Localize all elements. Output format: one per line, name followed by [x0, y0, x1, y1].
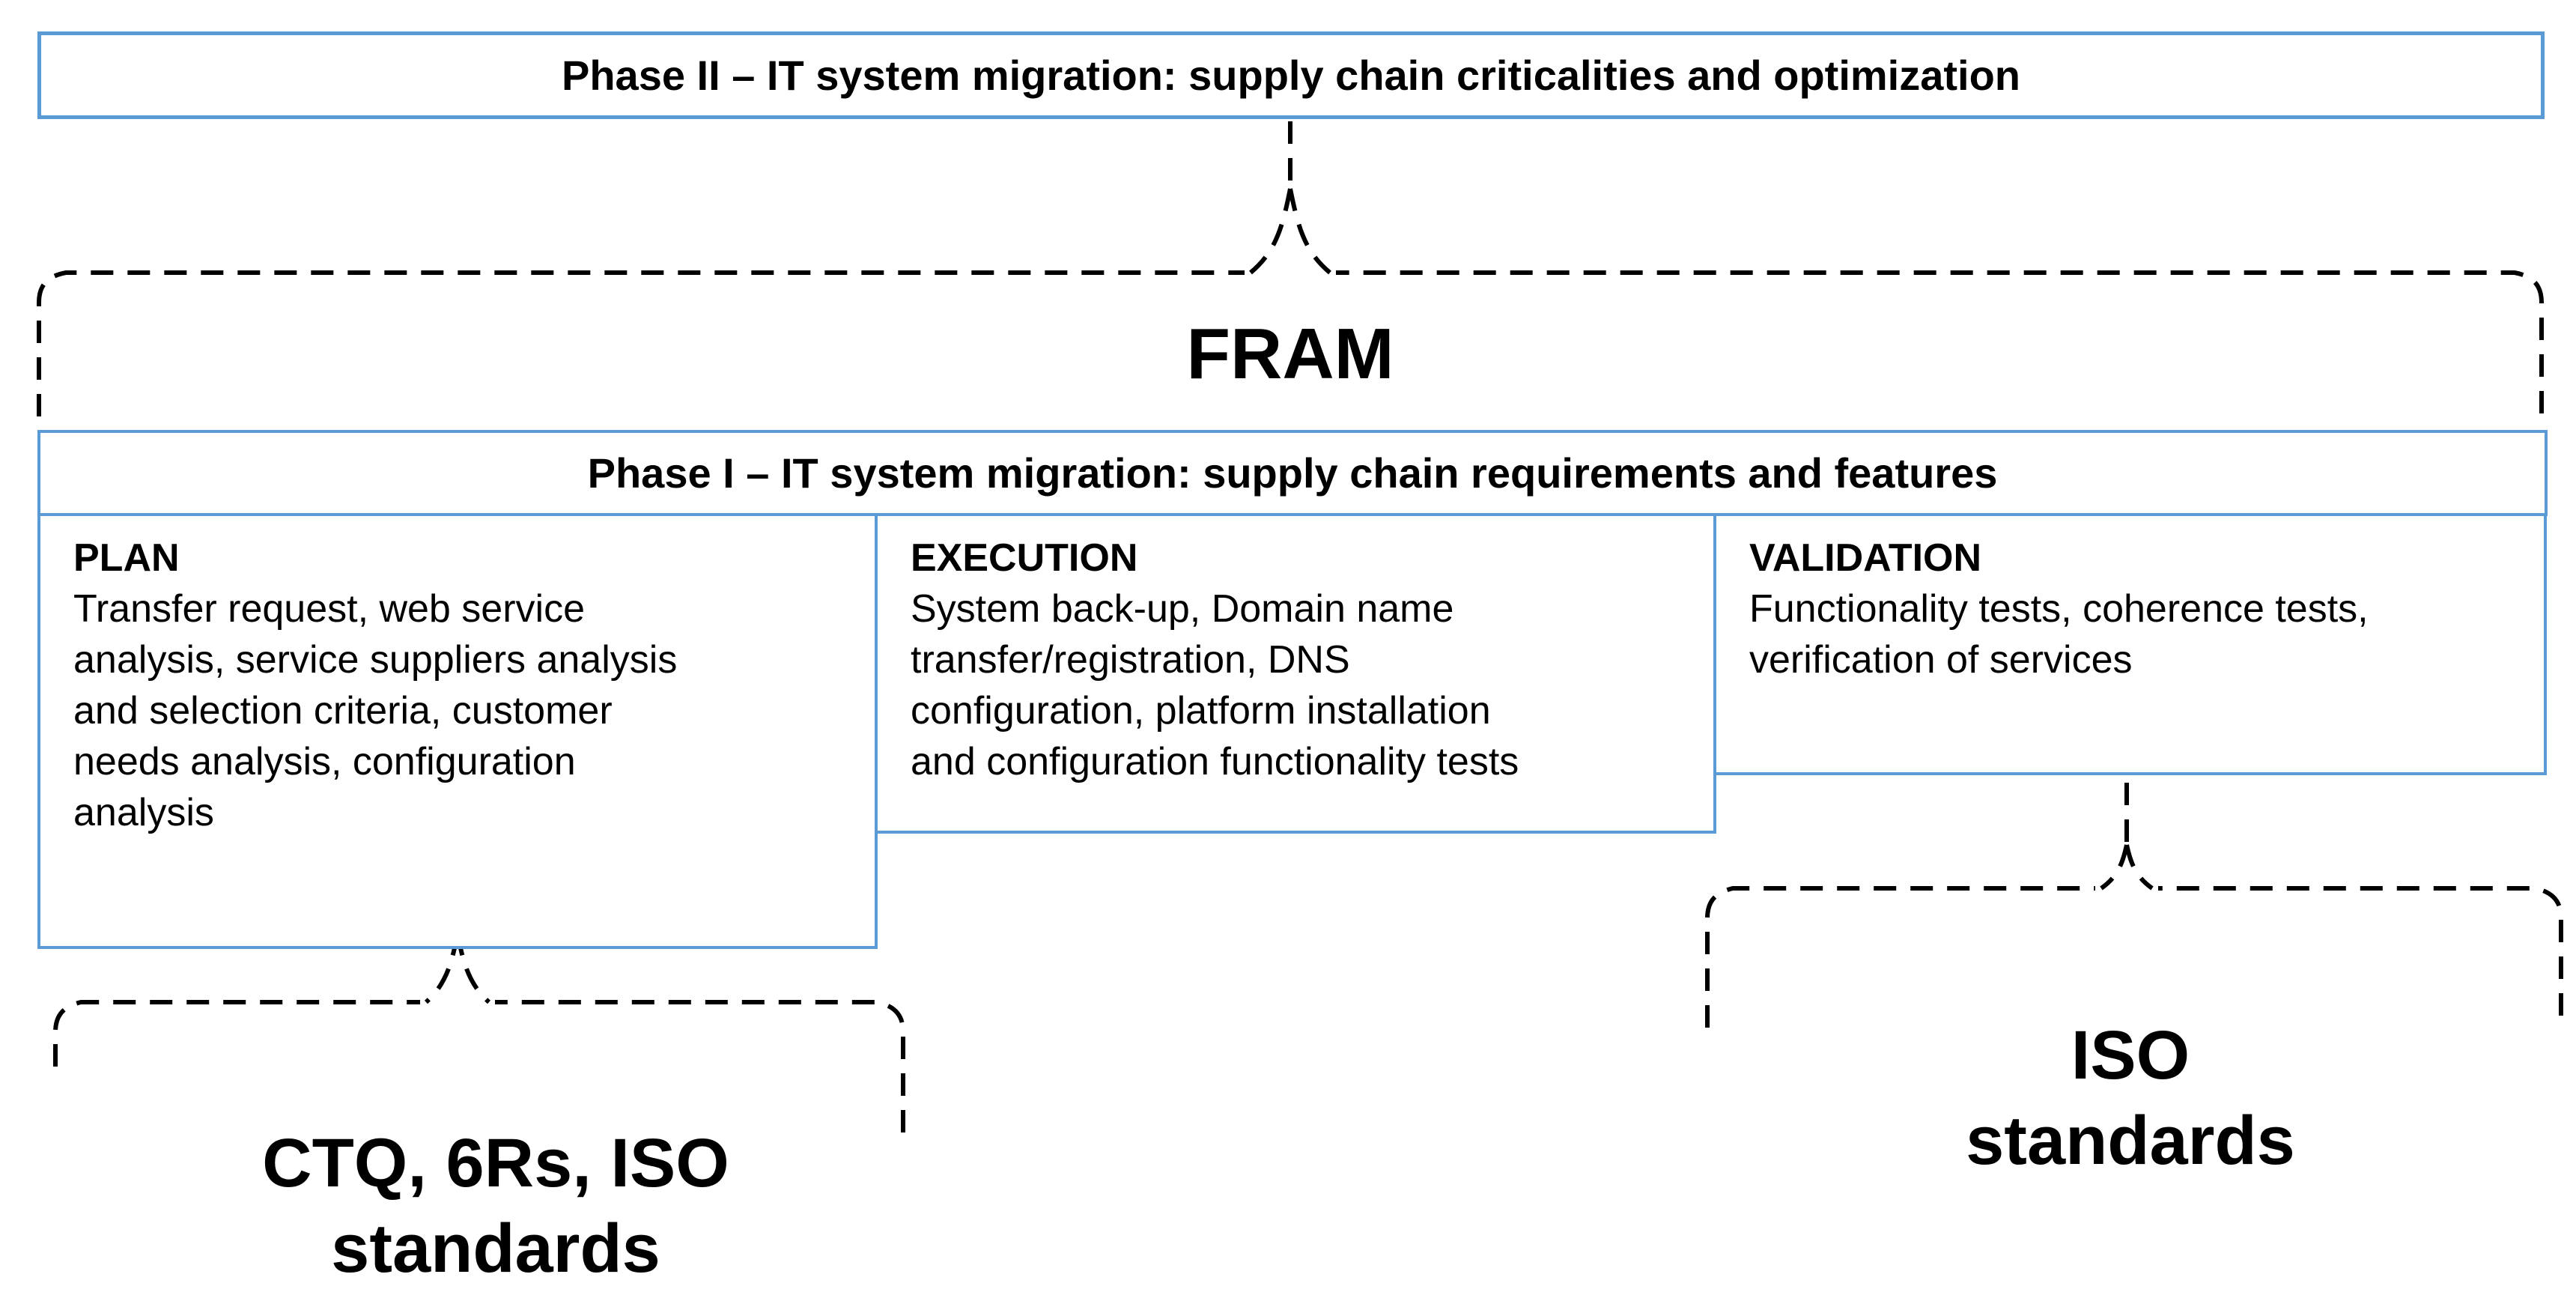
plan-cell: PLAN Transfer request, web service analy… — [37, 513, 878, 949]
execution-cell: EXECUTION System back-up, Domain name tr… — [875, 513, 1716, 834]
ctq-brace-right — [495, 1000, 905, 1132]
phase2-title: Phase II – IT system migration: supply c… — [561, 52, 2021, 99]
phase1-title: Phase I – IT system migration: supply ch… — [587, 449, 1998, 497]
phase1-header-box: Phase I – IT system migration: supply ch… — [37, 430, 2548, 516]
iso-brace-pinch-left — [2100, 844, 2129, 891]
iso-brace-pinch-right — [2124, 844, 2154, 891]
ctq-brace-left — [53, 1000, 420, 1067]
validation-body: Functionality tests, coherence tests, ve… — [1749, 587, 2369, 682]
validation-cell: VALIDATION Functionality tests, coherenc… — [1713, 513, 2547, 775]
iso-standards-label: ISO standards — [1966, 1017, 2295, 1179]
fram-label: FRAM — [1186, 314, 1394, 394]
ctq-6rs-iso-label: CTQ, 6Rs, ISO standards — [262, 1125, 729, 1287]
fram-brace-left — [37, 270, 1245, 416]
validation-title: VALIDATION — [1749, 536, 1982, 580]
plan-body: Transfer request, web service analysis, … — [73, 587, 678, 834]
plan-title: PLAN — [73, 536, 180, 580]
iso-brace-left — [1705, 886, 2095, 1028]
execution-body: System back-up, Domain name transfer/reg… — [911, 587, 1519, 783]
fram-brace-pinch-left — [1249, 188, 1292, 275]
iso-brace-right — [2158, 886, 2563, 1016]
phase2-box: Phase II – IT system migration: supply c… — [37, 31, 2545, 119]
execution-title: EXECUTION — [911, 536, 1138, 580]
fram-brace-pinch-right — [1288, 188, 1331, 275]
fram-brace-right — [1336, 270, 2544, 413]
